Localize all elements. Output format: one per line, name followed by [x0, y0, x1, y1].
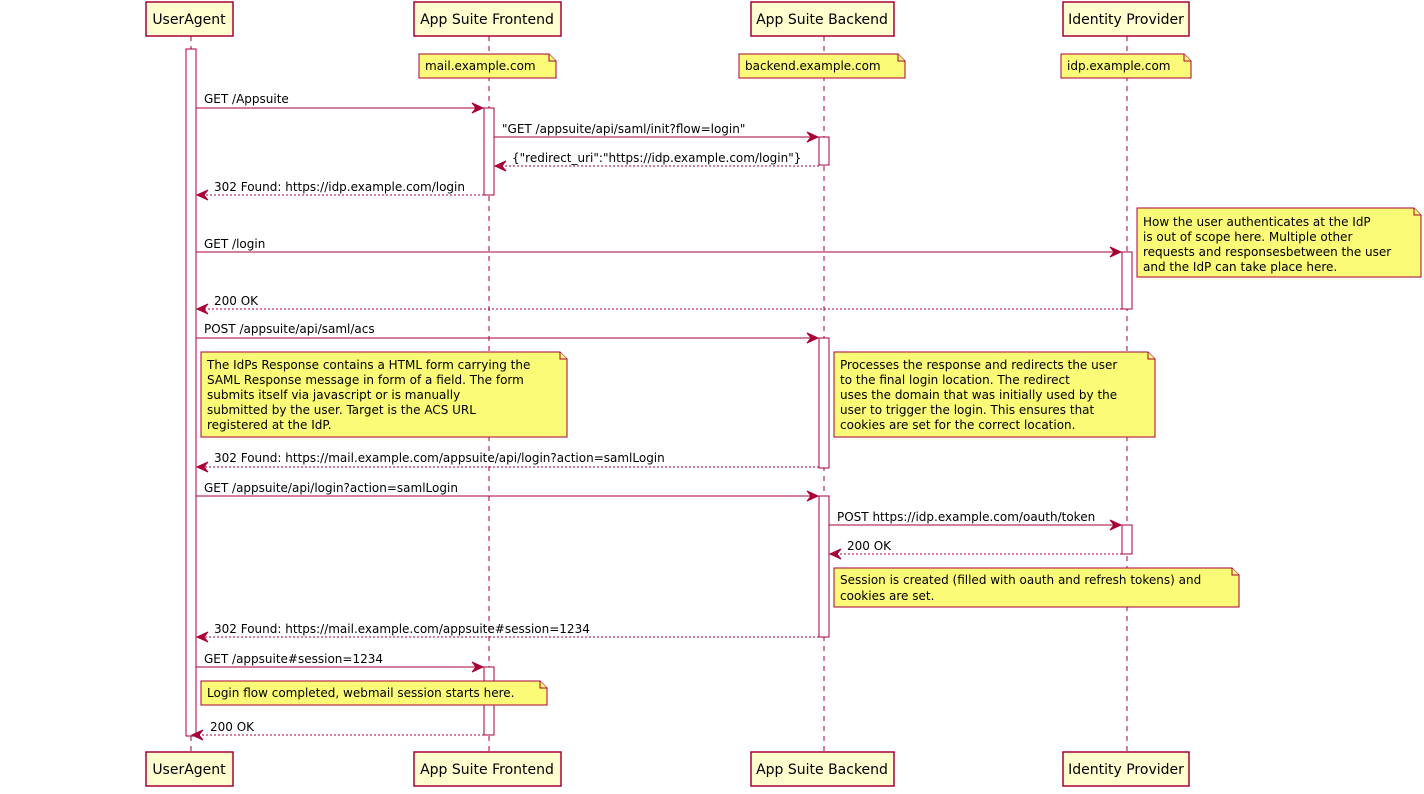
note-backend-process-line-2: to the final login location. The redirec… — [840, 373, 1070, 387]
activation-backend-1 — [818, 136, 830, 166]
participant-idp-bottom: Identity Provider — [1062, 751, 1190, 787]
message-get-login: GET /login — [196, 237, 1123, 258]
participant-idp-label: Identity Provider — [1068, 12, 1184, 28]
arrowhead — [1109, 519, 1123, 531]
note-idp-auth-line-2: is out of scope here. Multiple other — [1143, 230, 1352, 244]
arrowhead — [806, 332, 820, 344]
note-backend-process-line-3: uses the domain that was initially used … — [840, 388, 1117, 402]
activation-backend-3 — [818, 495, 830, 638]
note-session-created-line-1: Session is created (filled with oauth an… — [840, 573, 1201, 587]
participant-frontend-label-bottom: App Suite Frontend — [420, 762, 554, 778]
message-post-oauth-token-label: POST https://idp.example.com/oauth/token — [837, 510, 1095, 524]
note-idp-response-line-3: submits itself via javascript or is manu… — [207, 388, 460, 402]
message-get-saml-login-label: GET /appsuite/api/login?action=samlLogin — [204, 481, 458, 495]
participant-backend-top: App Suite Backend — [750, 1, 895, 37]
message-200-ok-token-label: 200 OK — [847, 539, 892, 553]
note-idp-auth-line-1: How the user authenticates at the IdP — [1143, 215, 1371, 229]
arrowhead — [195, 461, 209, 473]
note-backend-process-line-5: cookies are set for the correct location… — [840, 418, 1075, 432]
participant-backend-label-bottom: App Suite Backend — [756, 762, 888, 778]
note-idp-response-line-2: SAML Response message in form of a field… — [207, 373, 524, 387]
participant-backend-bottom: App Suite Backend — [750, 751, 895, 787]
activation-useragent — [185, 48, 197, 737]
note-backend-host-text: backend.example.com — [745, 59, 881, 73]
message-post-oauth-token: POST https://idp.example.com/oauth/token — [829, 510, 1123, 531]
participant-frontend-bottom: App Suite Frontend — [413, 751, 562, 787]
message-post-saml-acs: POST /appsuite/api/saml/acs — [196, 322, 820, 344]
activation-idp-2 — [1121, 524, 1133, 555]
message-302-saml-login-label: 302 Found: https://mail.example.com/apps… — [214, 451, 665, 465]
activation-backend-2 — [818, 337, 830, 469]
participant-idp-top: Identity Provider — [1062, 1, 1190, 37]
activation-idp-1 — [1121, 251, 1133, 310]
note-login-completed: Login flow completed, webmail session st… — [200, 680, 548, 706]
note-idp-response-line-1: The IdPs Response contains a HTML form c… — [206, 358, 530, 372]
participant-idp-label-bottom: Identity Provider — [1068, 762, 1184, 778]
message-302-session: 302 Found: https://mail.example.com/apps… — [195, 622, 819, 643]
participant-useragent-bottom: UserAgent — [145, 751, 234, 787]
arrowhead — [493, 160, 507, 172]
message-get-appsuite-label: GET /Appsuite — [204, 92, 289, 106]
note-frontend-host: mail.example.com — [418, 53, 557, 79]
message-saml-init-label: "GET /appsuite/api/saml/init?flow=login" — [502, 122, 745, 136]
message-redirect-uri: {"redirect_uri":"https://idp.example.com… — [493, 151, 819, 172]
message-200-ok-final-label: 200 OK — [210, 720, 255, 734]
message-200-ok-final: 200 OK — [190, 720, 484, 741]
message-get-saml-login: GET /appsuite/api/login?action=samlLogin — [196, 481, 820, 502]
note-session-created-line-2: cookies are set. — [840, 589, 934, 603]
note-idp-host: idp.example.com — [1060, 53, 1192, 79]
participant-frontend-label: App Suite Frontend — [420, 12, 554, 28]
message-redirect-uri-label: {"redirect_uri":"https://idp.example.com… — [512, 151, 801, 165]
note-session-created: Session is created (filled with oauth an… — [833, 567, 1240, 608]
note-idp-auth-line-3: requests and responsesbetween the user — [1143, 245, 1391, 259]
arrowhead — [195, 189, 209, 201]
note-frontend-host-text: mail.example.com — [425, 59, 536, 73]
message-get-login-label: GET /login — [204, 237, 265, 251]
participant-useragent-top: UserAgent — [145, 1, 234, 37]
note-backend-process: Processes the response and redirects the… — [833, 351, 1156, 438]
message-302-idp-login: 302 Found: https://idp.example.com/login — [195, 180, 484, 201]
note-idp-authentication: How the user authenticates at the IdP is… — [1136, 207, 1422, 278]
participant-backend-label: App Suite Backend — [756, 12, 888, 28]
note-idp-auth-line-4: and the IdP can take place here. — [1143, 260, 1337, 274]
message-post-saml-acs-label: POST /appsuite/api/saml/acs — [204, 322, 375, 336]
arrowhead — [806, 490, 820, 502]
message-200-ok-idp: 200 OK — [195, 294, 1122, 315]
message-302-saml-login: 302 Found: https://mail.example.com/apps… — [195, 451, 819, 473]
message-302-idp-login-label: 302 Found: https://idp.example.com/login — [214, 180, 465, 194]
arrowhead — [195, 631, 209, 643]
note-backend-process-line-4: user to trigger the login. This ensures … — [840, 403, 1095, 417]
arrowhead — [195, 303, 209, 315]
note-backend-process-line-1: Processes the response and redirects the… — [840, 358, 1117, 372]
message-get-appsuite: GET /Appsuite — [196, 92, 485, 114]
arrowhead — [806, 131, 820, 143]
participant-useragent-label: UserAgent — [152, 12, 226, 28]
note-idp-response-line-5: registered at the IdP. — [207, 418, 332, 432]
note-idp-response-line-4: submitted by the user. Target is the ACS… — [207, 403, 476, 417]
message-302-session-label: 302 Found: https://mail.example.com/apps… — [214, 622, 590, 636]
arrowhead — [190, 729, 204, 741]
participant-useragent-label-bottom: UserAgent — [152, 762, 226, 778]
note-login-completed-text: Login flow completed, webmail session st… — [207, 686, 514, 700]
arrowhead — [1109, 246, 1123, 258]
message-get-appsuite-session: GET /appsuite#session=1234 — [196, 652, 485, 673]
message-200-ok-token: 200 OK — [828, 539, 1122, 560]
message-get-appsuite-session-label: GET /appsuite#session=1234 — [204, 652, 383, 666]
note-idp-response: The IdPs Response contains a HTML form c… — [200, 351, 568, 438]
arrowhead — [828, 548, 842, 560]
arrowhead — [471, 102, 485, 114]
message-200-ok-idp-label: 200 OK — [214, 294, 259, 308]
participant-frontend-top: App Suite Frontend — [413, 1, 562, 37]
arrowhead — [471, 661, 485, 673]
activation-frontend-1 — [483, 107, 495, 196]
message-saml-init: "GET /appsuite/api/saml/init?flow=login" — [494, 122, 820, 143]
note-idp-host-text: idp.example.com — [1067, 59, 1170, 73]
note-backend-host: backend.example.com — [738, 53, 906, 79]
